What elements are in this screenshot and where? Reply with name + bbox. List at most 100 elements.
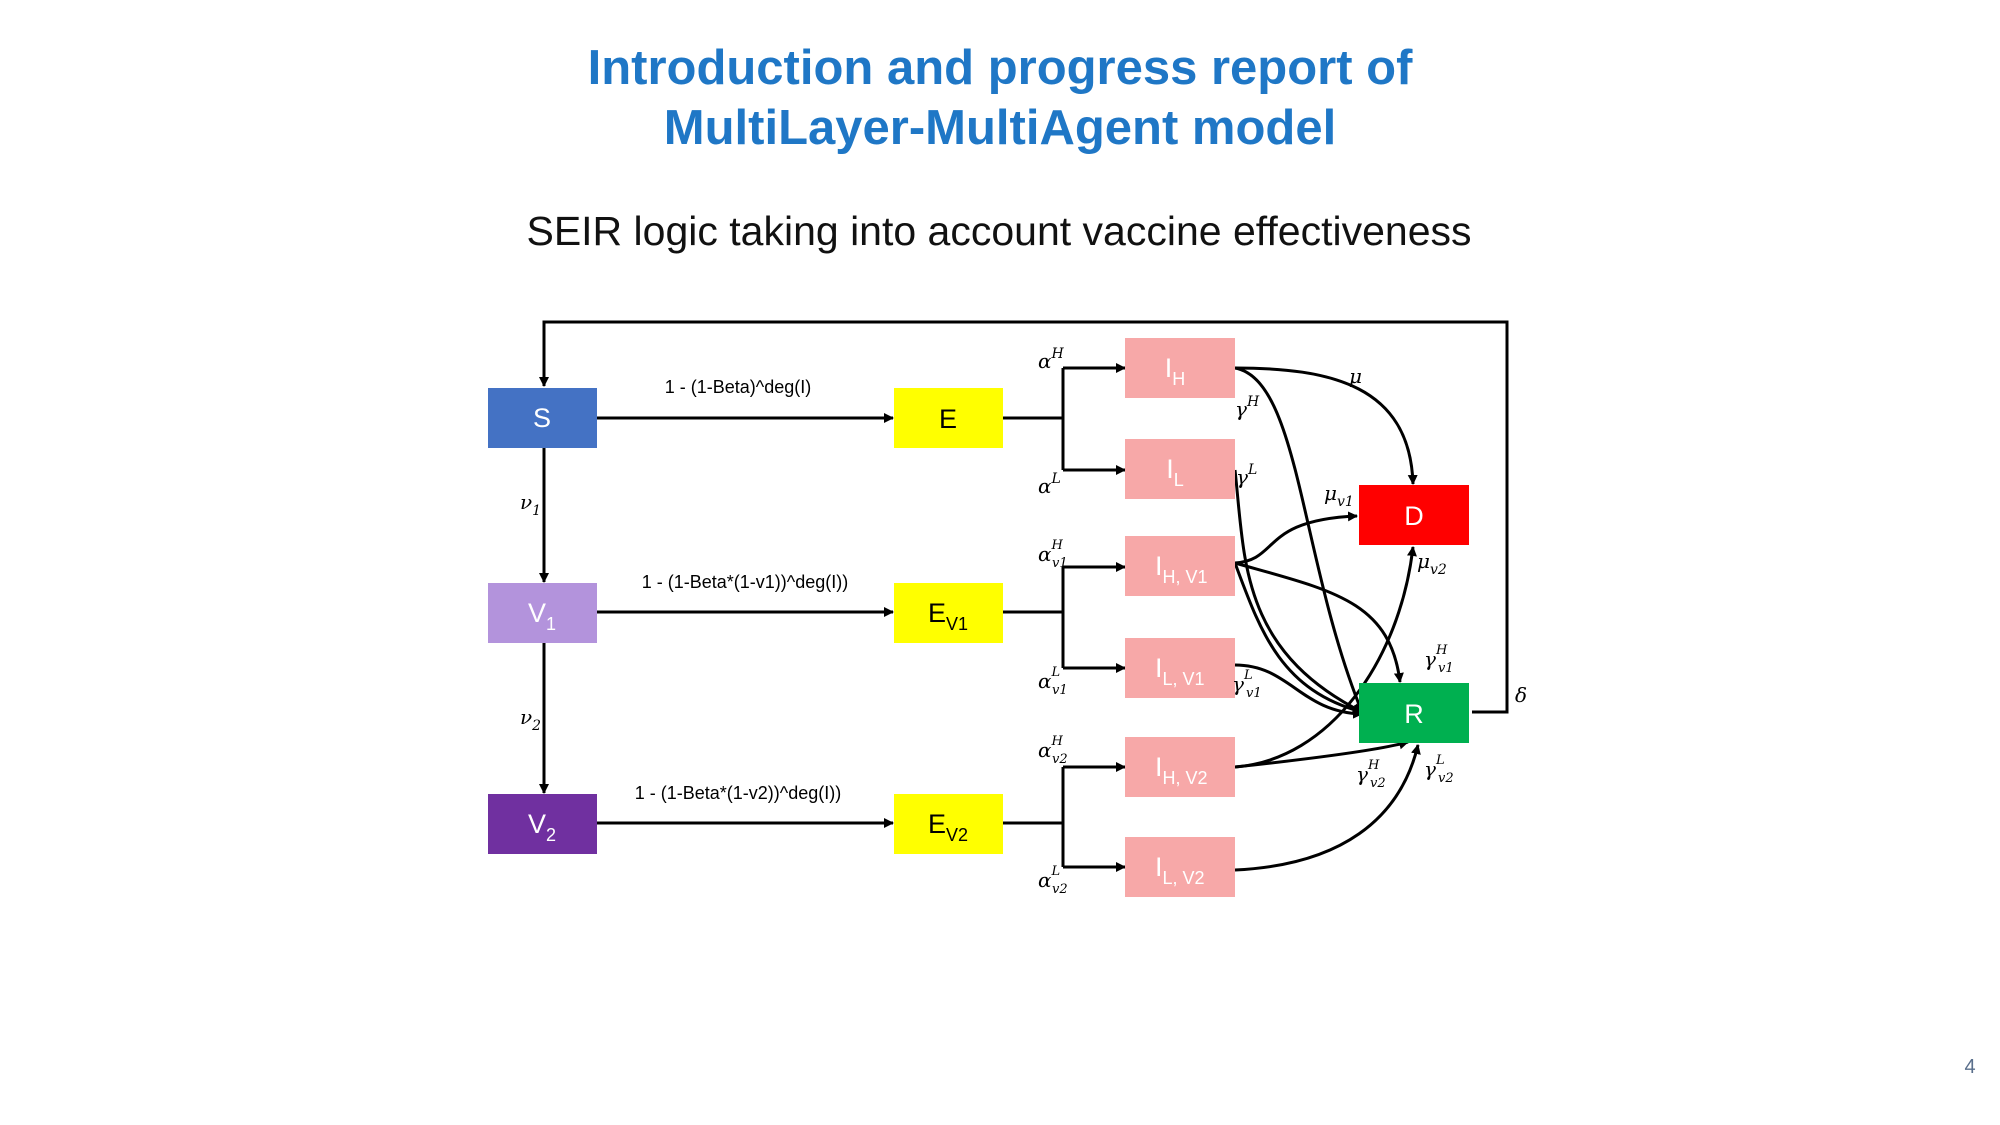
slide-subtitle: SEIR logic taking into account vaccine e… xyxy=(526,208,1472,254)
rate-v2-to-ev2: 1 - (1-Beta*(1-v2))^deg(I)) xyxy=(635,783,842,803)
param-mu-v1-sub: v1 xyxy=(1337,494,1354,510)
param-gamma-h-v1-sup: H xyxy=(1435,643,1448,658)
node-ih: IH xyxy=(1125,338,1235,398)
param-mu: μ xyxy=(1349,364,1362,388)
node-ihv2: IH, V2 xyxy=(1125,737,1235,797)
node-ihv2-sub: H, V2 xyxy=(1163,768,1208,788)
svg-text:αH: αH xyxy=(1038,346,1065,373)
node-ilv2-box xyxy=(1125,837,1235,897)
title-line-2: MultiLayer-MultiAgent model xyxy=(663,101,1337,155)
node-ilv1-box xyxy=(1125,638,1235,698)
param-gamma-l-v1-sup: L xyxy=(1243,668,1253,683)
node-ev1-label: E xyxy=(928,598,946,628)
edge-ih-to-r xyxy=(1234,366,1364,713)
slide-page-number: 4 xyxy=(1964,1056,1976,1078)
svg-text:E: E xyxy=(939,404,957,434)
param-gamma-l: γ xyxy=(1236,465,1248,489)
node-d-label: D xyxy=(1404,501,1424,531)
param-nu2-sub: 2 xyxy=(531,718,541,734)
svg-text:S: S xyxy=(533,403,551,433)
svg-text:V1: V1 xyxy=(528,598,556,634)
param-alpha-h-v2-sub: v2 xyxy=(1052,752,1068,767)
svg-text:γL: γL xyxy=(1236,462,1257,489)
param-alpha-l-v2-sup: L xyxy=(1051,864,1061,879)
param-gamma-h: γ xyxy=(1235,397,1247,421)
param-gamma-l-sup: L xyxy=(1247,462,1257,478)
node-r-box xyxy=(1359,683,1469,743)
node-ihv1: IH, V1 xyxy=(1125,536,1235,596)
rate-v1-to-ev1: 1 - (1-Beta*(1-v1))^deg(I)) xyxy=(642,572,849,592)
node-ilv1-sub: L, V1 xyxy=(1163,669,1205,689)
svg-text:EV1: EV1 xyxy=(928,598,968,634)
param-mu-v2-sub: v2 xyxy=(1430,562,1447,578)
node-v2-sub: 2 xyxy=(546,825,556,845)
slide-title: Introduction and progress report of Mult… xyxy=(0,38,2000,158)
param-gamma-h-v1-sub: v1 xyxy=(1438,661,1454,676)
node-v1-label: V xyxy=(528,598,546,628)
param-mu-v1: μ xyxy=(1324,481,1337,505)
svg-text:μv1: μv1 xyxy=(1324,481,1354,510)
edge-il-to-r xyxy=(1233,469,1363,714)
svg-text:IL, V1: IL, V1 xyxy=(1155,653,1205,689)
node-ev2: EV2 xyxy=(894,794,1003,854)
node-v1-box xyxy=(488,583,597,643)
param-alpha-h-v2: α xyxy=(1038,738,1052,762)
svg-text:EV2: EV2 xyxy=(928,809,968,845)
param-mu-v2: μ xyxy=(1417,549,1430,573)
node-ilv1-label: I xyxy=(1155,653,1163,683)
node-e: E xyxy=(894,388,1003,448)
node-ev1: EV1 xyxy=(894,583,1003,643)
svg-text:IH, V1: IH, V1 xyxy=(1155,551,1208,587)
param-delta: δ xyxy=(1515,683,1527,707)
param-nu1: ν xyxy=(520,490,532,514)
param-gamma-h-v2-sup: H xyxy=(1367,758,1380,773)
node-v2: V2 xyxy=(488,794,597,854)
svg-text:μ: μ xyxy=(1349,364,1362,388)
svg-text:ν2: ν2 xyxy=(520,705,541,734)
node-s: S xyxy=(488,388,597,448)
param-alpha-h: α xyxy=(1038,349,1052,373)
node-ihv1-label: I xyxy=(1155,551,1163,581)
param-alpha-l-v2: α xyxy=(1038,868,1052,892)
edge-ihv2-to-d xyxy=(1234,546,1417,769)
param-gamma-l-v2: γ xyxy=(1424,757,1436,781)
node-ev2-box xyxy=(894,794,1003,854)
node-il-sub: L xyxy=(1174,470,1184,490)
node-ihv1-sub: H, V1 xyxy=(1163,567,1208,587)
node-ilv1: IL, V1 xyxy=(1125,638,1235,698)
node-s-box xyxy=(488,388,597,448)
param-gamma-h-v1: γ xyxy=(1424,647,1436,671)
node-il-label: I xyxy=(1166,454,1174,484)
edge-ihv1-to-r-low xyxy=(1233,562,1363,715)
param-alpha-h-sup: H xyxy=(1051,346,1065,362)
svg-text:1 - (1-Beta)^deg(I): 1 - (1-Beta)^deg(I) xyxy=(665,377,812,397)
node-ev1-box xyxy=(894,583,1003,643)
node-d-box xyxy=(1359,485,1469,545)
edge-ihv2-to-r xyxy=(1234,739,1409,769)
node-ilv2: IL, V2 xyxy=(1125,837,1235,897)
param-alpha-l-v1-sub: v1 xyxy=(1052,683,1068,698)
svg-text:IH, V2: IH, V2 xyxy=(1155,752,1208,788)
node-ev2-label: E xyxy=(928,809,946,839)
edge-ihv1-to-d xyxy=(1234,511,1358,565)
param-gamma-l-v2-sup: L xyxy=(1435,753,1445,768)
node-ih-box xyxy=(1125,338,1235,398)
param-nu2: ν xyxy=(520,705,532,729)
param-gamma-l-v1: γ xyxy=(1232,672,1244,696)
node-v1-sub: 1 xyxy=(546,614,556,634)
param-alpha-h-v2-sup: H xyxy=(1051,734,1064,749)
title-line-1: Introduction and progress report of xyxy=(587,41,1413,95)
param-gamma-h-sup: H xyxy=(1246,394,1260,410)
param-nu1-sub: 1 xyxy=(532,503,541,519)
svg-text:IL, V2: IL, V2 xyxy=(1155,852,1205,888)
param-alpha-l-v2-sub: v2 xyxy=(1052,882,1068,897)
svg-text:γH: γH xyxy=(1235,394,1260,421)
param-gamma-l-v1-sub: v1 xyxy=(1246,686,1262,701)
param-gamma-l-v2-sub: v2 xyxy=(1438,771,1454,786)
node-r: R xyxy=(1359,683,1469,743)
